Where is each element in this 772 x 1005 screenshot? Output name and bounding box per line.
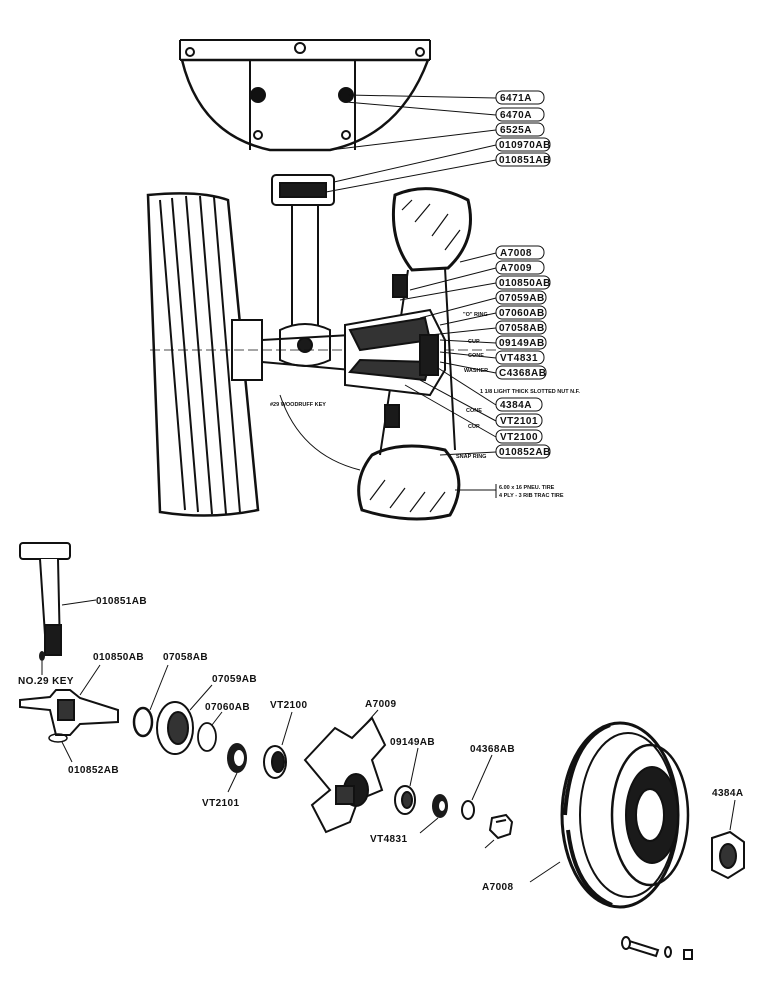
callout-6471A: 6471A (495, 90, 545, 105)
label-010852AB: 010852AB (68, 765, 119, 776)
note-cone-2: CONE (466, 408, 482, 414)
svg-text:010850AB: 010850AB (499, 278, 551, 289)
part-A7009 (303, 709, 387, 834)
callout-C4368AB: C4368AB (495, 365, 547, 380)
note-cone: CONE (468, 353, 484, 359)
label-A7008: A7008 (482, 882, 514, 893)
note-washer: WASHER (464, 368, 488, 374)
label-07060AB: 07060AB (205, 702, 250, 713)
callout-07059AB: 07059AB (495, 290, 547, 305)
note-woodruff-key: #29 WOODRUFF KEY (270, 402, 326, 408)
callout-07058AB: 07058AB (495, 320, 547, 335)
label-VT4831: VT4831 (370, 834, 407, 845)
label-no29-key: NO.29 KEY (18, 676, 74, 687)
assembly-view: 6471A 6470A 6525A 010970AB 010851AB A700… (146, 39, 580, 521)
callout-010970AB: 010970AB (495, 137, 551, 152)
label-VT2101: VT2101 (202, 798, 239, 809)
hub-section (344, 274, 446, 428)
svg-text:VT2100: VT2100 (500, 432, 538, 443)
part-VT4831 (419, 794, 448, 834)
assembly-notes: "O" RING CUP CONE WASHER 1 1/8 LIGHT THI… (270, 312, 580, 499)
callout-07060AB: 07060AB (495, 305, 547, 320)
part-07059AB (156, 684, 213, 755)
mounting-bracket (179, 39, 431, 152)
part-VT2101 (227, 743, 247, 793)
label-A7009: A7009 (365, 699, 397, 710)
part-09149AB (394, 747, 419, 815)
svg-text:6525A: 6525A (500, 125, 532, 136)
note-snap-ring: SNAP RING (456, 454, 486, 460)
svg-text:010852AB: 010852AB (499, 447, 551, 458)
woodruff-key-outline (279, 394, 361, 471)
callout-4384A: 4384A (495, 397, 543, 412)
left-tire (146, 192, 263, 517)
callout-09149AB: 09149AB (495, 335, 547, 350)
note-tire-line-2: 4 PLY - 3 RIB TRAC TIRE (499, 493, 564, 499)
part-kingpin (19, 542, 97, 656)
svg-text:A7008: A7008 (500, 248, 532, 259)
svg-text:07060AB: 07060AB (499, 308, 545, 319)
label-07059AB: 07059AB (212, 674, 257, 685)
label-4384A: 4384A (712, 788, 743, 799)
label-07058AB: 07058AB (163, 652, 208, 663)
callout-010850AB: 010850AB (495, 275, 551, 290)
callout-010852AB: 010852AB (495, 444, 551, 459)
leader-lines (325, 94, 497, 491)
part-4384A (711, 799, 745, 880)
part-wheel-bolt-set (621, 936, 693, 960)
svg-text:A7009: A7009 (500, 263, 532, 274)
svg-text:010970AB: 010970AB (499, 140, 551, 151)
callout-VT2101: VT2101 (495, 413, 543, 428)
callout-list: 6471A 6470A 6525A 010970AB 010851AB A700… (495, 90, 551, 459)
note-tire-line-1: 6.00 x 16 PNEU. TIRE (499, 485, 555, 491)
part-spindle (19, 664, 119, 736)
svg-text:VT2101: VT2101 (500, 416, 538, 427)
svg-text:C4368AB: C4368AB (499, 368, 546, 379)
svg-text:VT4831: VT4831 (500, 353, 538, 364)
svg-text:07059AB: 07059AB (499, 293, 545, 304)
callout-A7009: A7009 (495, 260, 545, 275)
part-slotted-nut (484, 813, 514, 849)
callout-VT4831: VT4831 (495, 350, 545, 365)
callout-010851AB: 010851AB (495, 152, 551, 167)
label-010850AB: 010850AB (93, 652, 144, 663)
svg-text:07058AB: 07058AB (499, 323, 545, 334)
svg-text:010851AB: 010851AB (499, 155, 551, 166)
callout-6470A: 6470A (495, 107, 545, 122)
part-VT2100 (263, 711, 293, 779)
part-woodruff-key (39, 651, 45, 661)
label-04368AB: 04368AB (470, 744, 515, 755)
exploded-view: 010851AB NO.29 KEY 010850AB 010852AB 070… (18, 542, 745, 960)
svg-text:09149AB: 09149AB (499, 338, 545, 349)
part-07058AB (132, 706, 154, 738)
note-cup-2: CUP (468, 424, 480, 430)
callout-A7008: A7008 (495, 245, 545, 260)
part-04368AB (461, 754, 493, 820)
callout-6525A: 6525A (495, 122, 545, 137)
note-o-ring: "O" RING (463, 312, 488, 318)
right-tire-section (357, 187, 472, 521)
callout-VT2100: VT2100 (495, 429, 543, 444)
label-09149AB: 09149AB (390, 737, 435, 748)
label-010851AB: 010851AB (96, 596, 147, 607)
svg-text:6471A: 6471A (500, 93, 532, 104)
svg-text:6470A: 6470A (500, 110, 532, 121)
part-07060AB (197, 722, 217, 752)
svg-text:4384A: 4384A (500, 400, 532, 411)
note-slotted-nut: 1 1/8 LIGHT THICK SLOTTED NUT N.F. (480, 389, 580, 395)
part-A7008 (529, 721, 690, 909)
note-cup: CUP (468, 339, 480, 345)
label-VT2100: VT2100 (270, 700, 307, 711)
part-snap-ring (48, 733, 68, 743)
